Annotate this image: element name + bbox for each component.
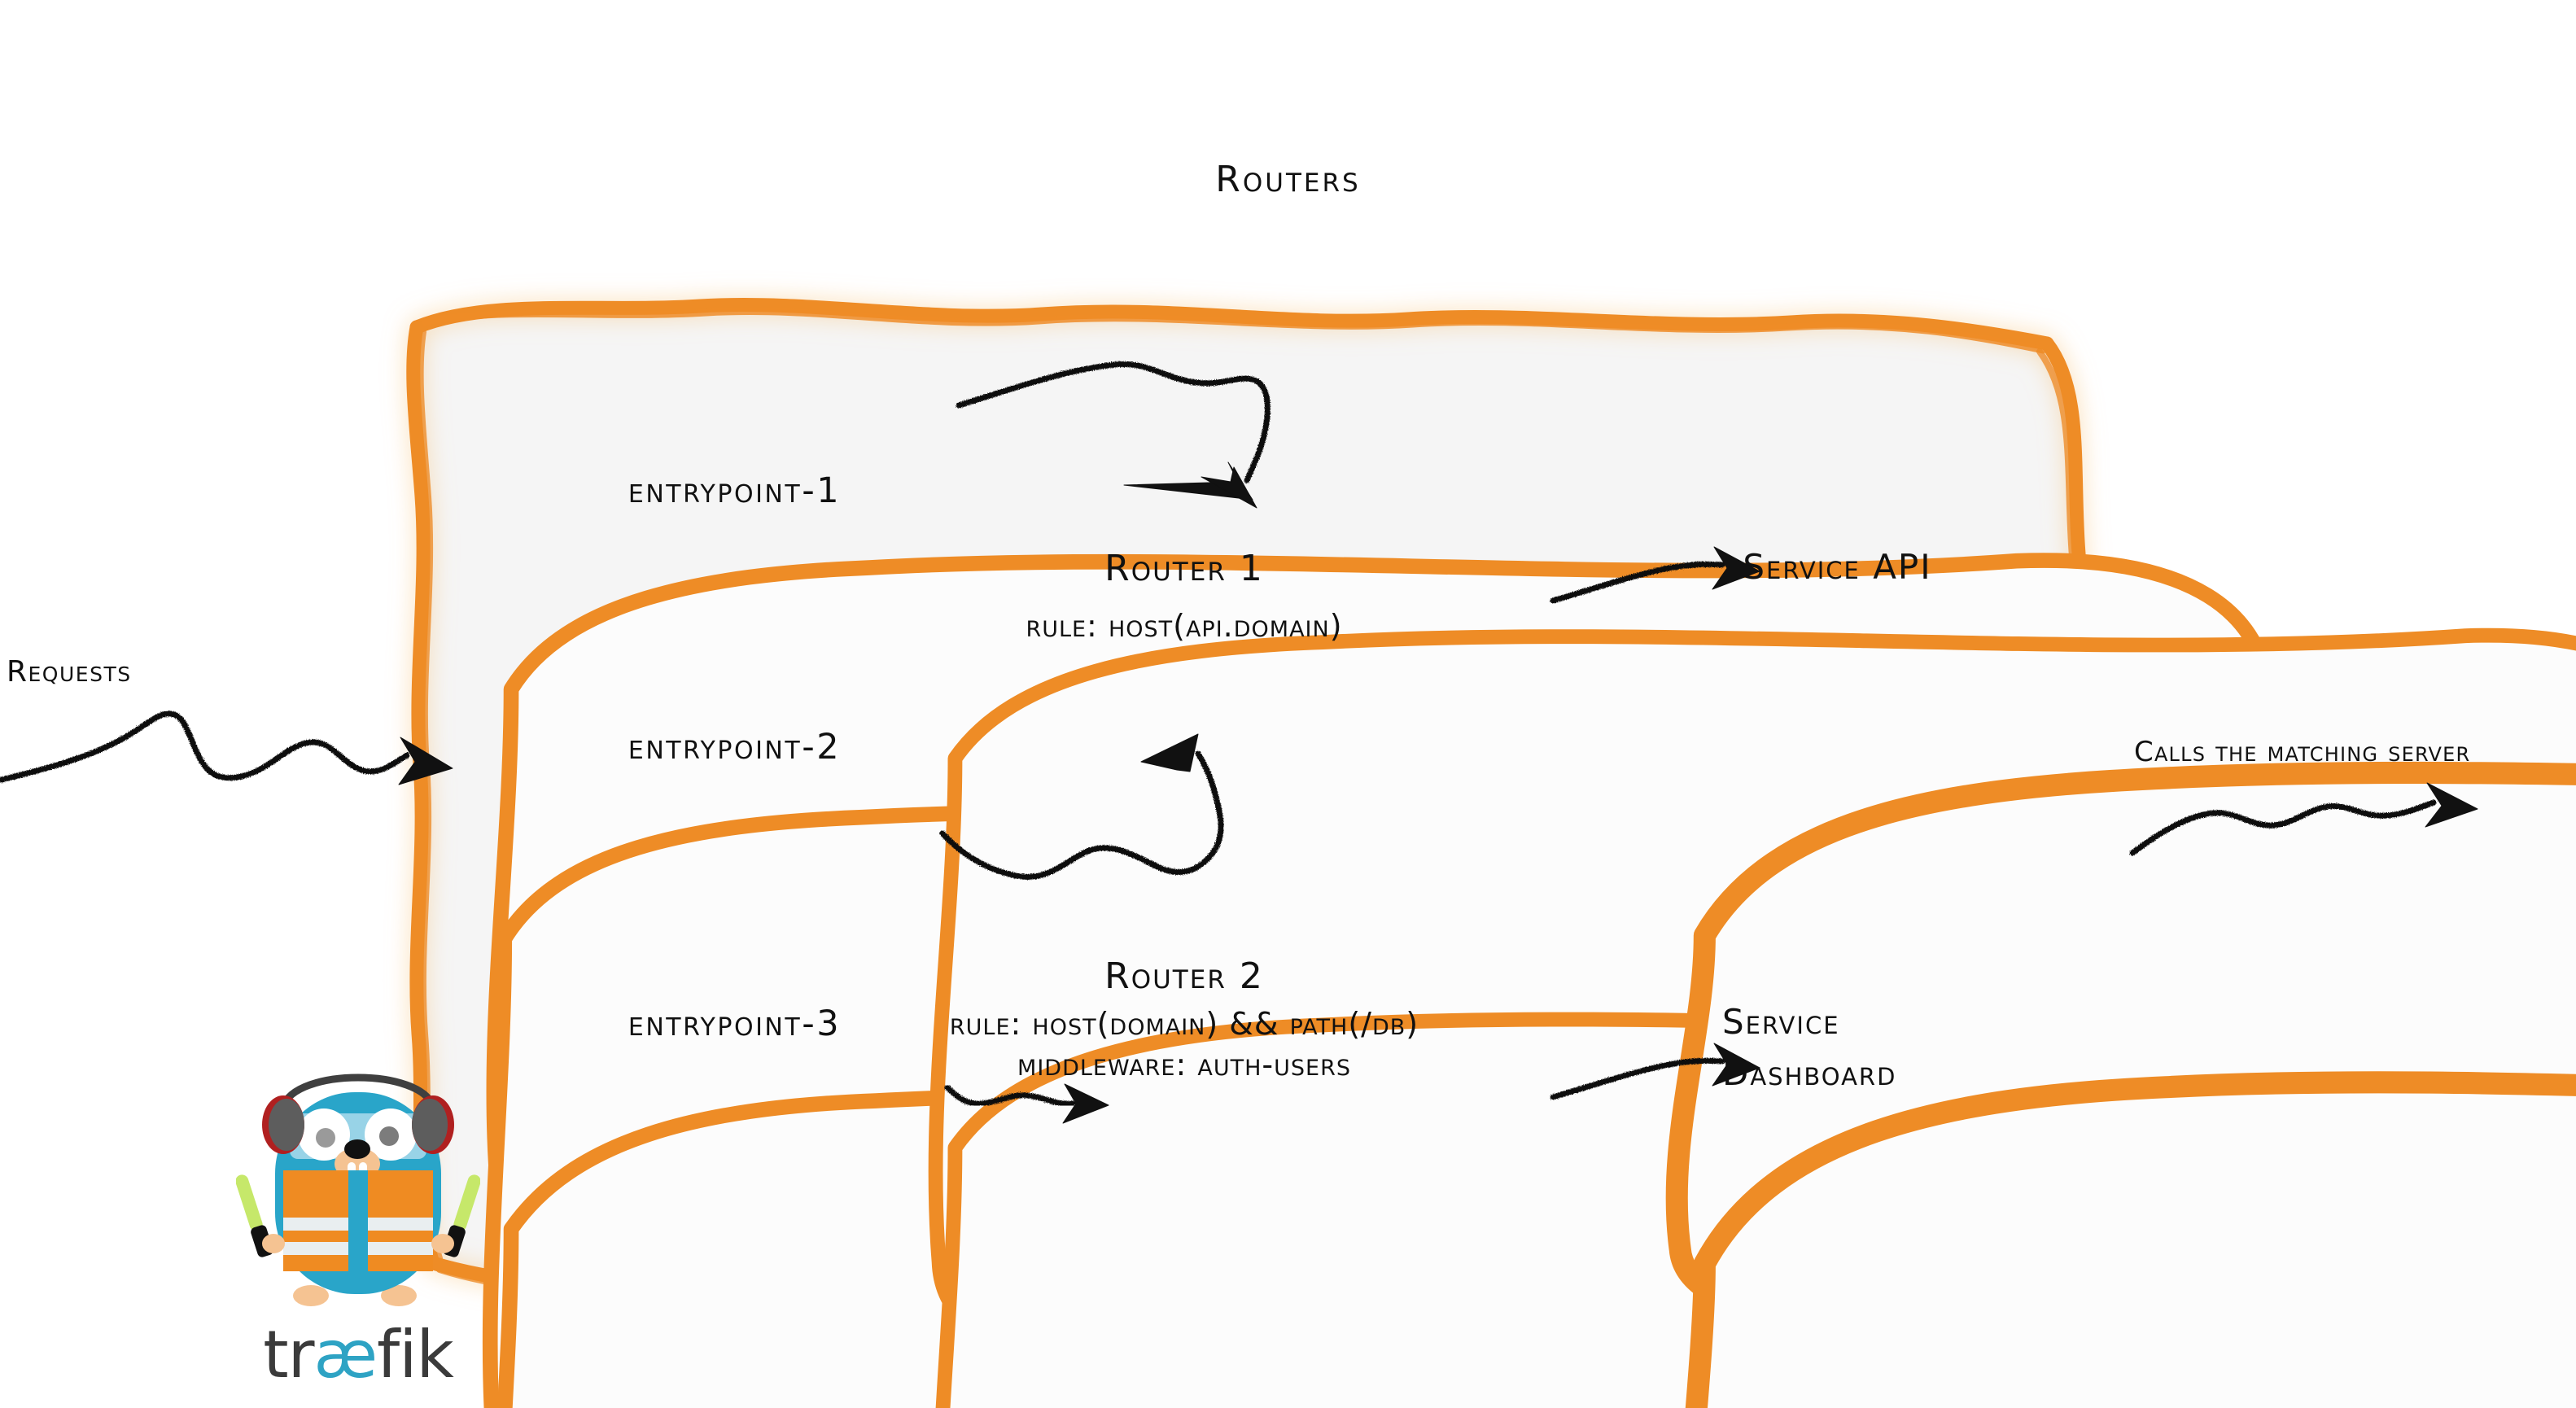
traefik-logo: træfik [236,1050,480,1408]
entrypoint-2-node[interactable]: entrypoint-2 [482,651,2284,1408]
routers-container: entrypoint-1 entrypoint-2 entrypoint-3 [406,277,2576,1408]
service-dashboard-border [1685,1071,2576,1408]
traefik-wordmark: træfik [236,1317,480,1393]
wordmark-part1: tr [263,1317,314,1393]
arrow-requests-in [0,711,410,783]
wordmark-part2: fik [377,1317,454,1393]
service-dashboard-node[interactable]: Service Dashboard [1685,973,2576,1408]
wordmark-ae-ligature: æ [313,1317,378,1393]
requests-label: Requests [7,655,132,689]
router-1-node[interactable]: Router 1 rule: Host(api.domain) [928,492,2576,1388]
entrypoint-1-node[interactable]: entrypoint-1 [486,395,2280,1308]
calls-matching-server-label: Calls the matching server [2134,736,2471,768]
entrypoint-3-node[interactable]: entrypoint-3 [497,928,2284,1408]
router-2-node[interactable]: Router 2 rule: Host(domain) && Path(/db)… [935,907,2576,1408]
traefik-gopher-icon [236,1073,480,1306]
page-title: Routers [1215,159,1361,200]
service-api-node[interactable]: Service API [1665,517,2576,1351]
